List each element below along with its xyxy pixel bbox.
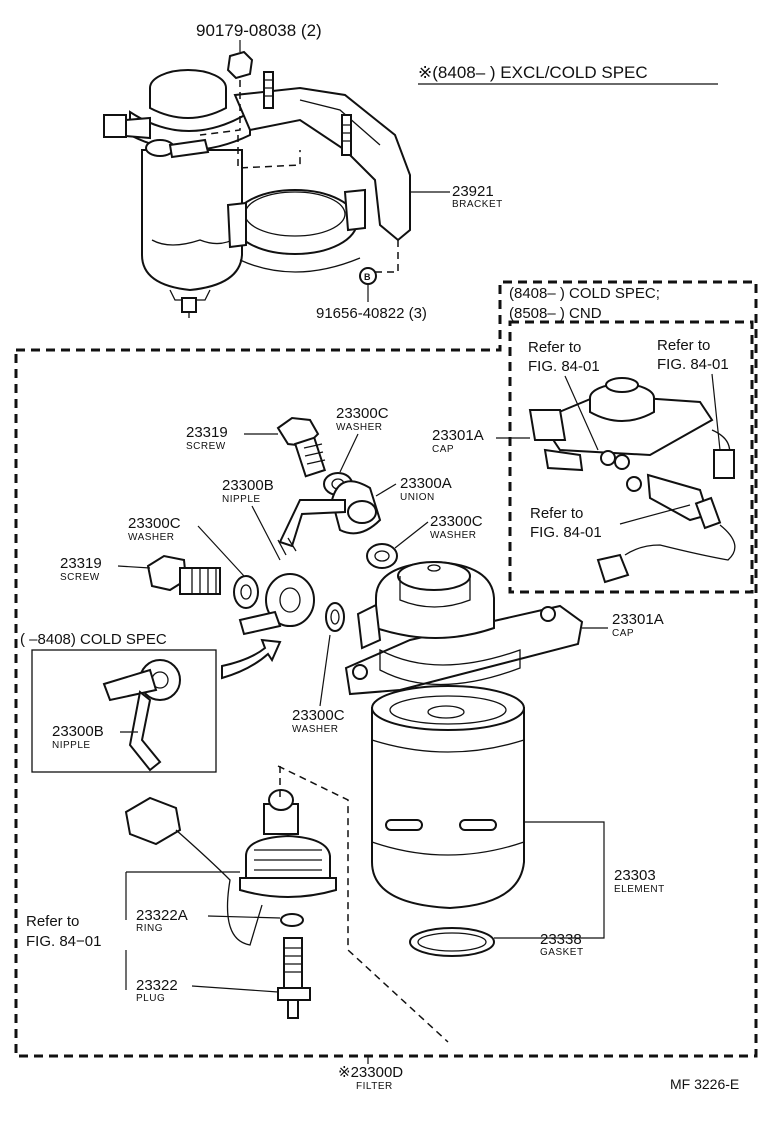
screw-upper-part-name: SCREW [186,441,226,452]
inset-right-ref-line2: FIG. 84-01 [657,356,729,373]
washer-left-part-number: 23300C [128,515,181,532]
plug-sensor-drawing [124,766,337,1019]
cold-spec-early-note: ( –8408) COLD SPEC [20,631,167,648]
fittings-cluster [146,416,398,680]
main-left-ref-line2: FIG. 84−01 [26,933,101,950]
washer-right-part-number: 23300C [430,513,483,530]
screw-lower-part-name: SCREW [60,572,100,583]
main-left-ref-line1: Refer to [26,913,79,930]
nipple-inset-box [31,649,217,773]
washer-upper-part-number: 23300C [336,405,389,422]
element-part-number: 23303 [614,867,656,884]
bracket-part-number: 23921 [452,183,494,200]
plug-part-number: 23322 [136,977,178,994]
cap-main-part-number: 23301A [612,611,664,628]
bolt-part-number: 91656-40822 (3) [316,305,427,322]
cap-inset-part-name: CAP [432,444,454,455]
bracket-part-name: BRACKET [452,199,503,210]
screw-lower-part-number: 23319 [60,555,102,572]
gasket-part-name: GASKET [540,947,584,958]
figure-code: MF 3226-E [670,1076,739,1092]
cap-inset-part-number: 23301A [432,427,484,444]
nut-part-number: 90179-08038 (2) [196,21,322,40]
washer-left-part-name: WASHER [128,532,175,543]
ring-part-name: RING [136,923,163,934]
washer-mid-part-name: WASHER [292,724,339,735]
washer-right-part-name: WASHER [430,530,477,541]
cold-spec-line2: (8508– ) CND [509,305,602,322]
plug-part-name: PLUG [136,993,165,1004]
inset-right-ref-line1: Refer to [657,337,710,354]
nipple-inset-part-number: 23300B [52,723,104,740]
assembled-filter-drawing [103,50,411,318]
cold-spec-group-border [14,280,758,1058]
cold-spec-cnd-inset-border [508,320,754,594]
union-part-number: 23300A [400,475,452,492]
washer-mid-part-number: 23300C [292,707,345,724]
nipple-inset-part-name: NIPPLE [52,740,91,751]
excl-cold-spec-note: ※(8408– ) EXCL/COLD SPEC [418,63,648,82]
main-cap-and-element [277,560,584,1043]
union-part-name: UNION [400,492,435,503]
inset-cap-with-heater [528,377,736,584]
cap-main-part-name: CAP [612,628,634,639]
washer-upper-part-name: WASHER [336,422,383,433]
element-part-name: ELEMENT [614,884,665,895]
inset-bottom-ref-line2: FIG. 84-01 [530,524,602,541]
nipple-upper-part-number: 23300B [222,477,274,494]
inset-bottom-ref-line1: Refer to [530,505,583,522]
filter-part-number: ※23300D [338,1064,403,1081]
inset-left-ref-line2: FIG. 84-01 [528,358,600,375]
ring-part-number: 23322A [136,907,188,924]
bolt-marker: B [364,272,371,282]
filter-part-name: FILTER [356,1081,393,1092]
nipple-inset-drawing [102,659,181,772]
inset-left-ref-line1: Refer to [528,339,581,356]
cold-spec-line1: (8408– ) COLD SPEC; [509,285,660,302]
nipple-upper-part-name: NIPPLE [222,494,261,505]
screw-upper-part-number: 23319 [186,424,228,441]
gasket-part-number: 23338 [540,931,582,948]
